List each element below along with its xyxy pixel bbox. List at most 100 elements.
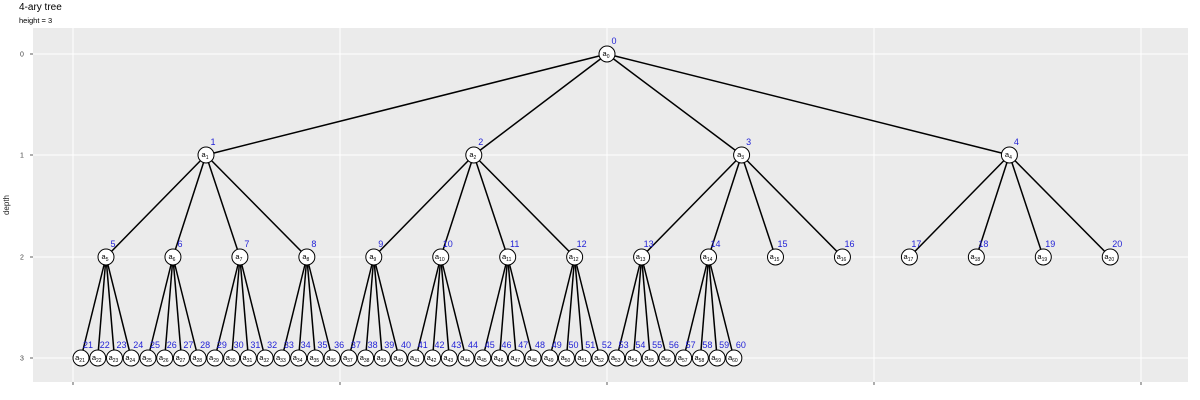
tree-node: a00 — [598, 36, 617, 63]
plot-panel — [33, 28, 1188, 382]
node-index-label: 18 — [978, 239, 988, 249]
tree-edge — [640, 256, 651, 359]
node-label: a40 — [393, 353, 403, 364]
tree-edge — [147, 256, 174, 359]
node-index-label: 52 — [602, 340, 612, 350]
node-label: a34 — [293, 353, 303, 364]
node-circle — [499, 248, 517, 266]
node-index-label: 4 — [1014, 137, 1019, 147]
node-circle — [407, 349, 425, 367]
node-circle — [574, 349, 592, 367]
node-index-label: 32 — [267, 340, 277, 350]
tree-edge — [415, 256, 442, 359]
tree-edge — [632, 256, 643, 359]
node-label: a49 — [544, 353, 554, 364]
node-index-label: 24 — [133, 340, 143, 350]
node-label: a35 — [309, 353, 319, 364]
tree-edge — [707, 154, 743, 258]
tree-edge — [105, 256, 132, 359]
node-index-label: 26 — [167, 340, 177, 350]
node-index-label: 47 — [518, 340, 528, 350]
tree-edge — [565, 256, 576, 359]
node-circle — [239, 349, 257, 367]
tree-edge — [364, 256, 375, 359]
node-index-label: 59 — [719, 340, 729, 350]
node-circle — [197, 146, 215, 164]
node-label: a54 — [628, 353, 638, 364]
tree-node: a99 — [365, 239, 383, 266]
node-label: a0 — [603, 49, 610, 60]
node-label: a57 — [678, 353, 688, 364]
node-index-label: 27 — [183, 340, 193, 350]
tree-edge — [741, 154, 843, 258]
tree-edge — [740, 154, 777, 258]
node-circle — [591, 349, 609, 367]
node-circle — [89, 349, 107, 367]
node-circle — [440, 349, 458, 367]
tree-edge — [297, 256, 308, 359]
tree-node: a11 — [197, 137, 216, 164]
tree-edge — [641, 154, 743, 258]
node-index-label: 31 — [250, 340, 260, 350]
node-circle — [223, 349, 241, 367]
node-label: a56 — [661, 353, 671, 364]
tree-edges — [80, 53, 1111, 359]
node-index-label: 7 — [244, 239, 249, 249]
node-index-label: 50 — [568, 340, 578, 350]
node-label: a60 — [728, 353, 738, 364]
node-circle — [658, 349, 676, 367]
node-index-label: 9 — [378, 239, 383, 249]
node-index-label: 28 — [200, 340, 210, 350]
node-circle — [256, 349, 274, 367]
node-label: a23 — [109, 353, 119, 364]
node-label: a39 — [376, 353, 386, 364]
node-label: a48 — [527, 353, 537, 364]
tree-edge — [699, 256, 710, 359]
node-circle — [432, 248, 450, 266]
node-circle — [323, 349, 341, 367]
node-label: a59 — [711, 353, 721, 364]
node-label: a33 — [276, 353, 286, 364]
node-label: a30 — [226, 353, 236, 364]
tree-node: a55 — [97, 239, 116, 266]
tree-edge — [239, 256, 266, 359]
node-circle — [507, 349, 525, 367]
tree-edge — [975, 154, 1011, 258]
node-index-label: 48 — [535, 340, 545, 350]
node-circle — [457, 349, 475, 367]
tree-edge — [214, 256, 241, 359]
node-index-label: 49 — [552, 340, 562, 350]
node-circle — [708, 349, 726, 367]
node-index-label: 6 — [177, 239, 182, 249]
node-label: a43 — [443, 353, 453, 364]
tree-edge — [105, 256, 116, 359]
node-index-label: 55 — [652, 340, 662, 350]
tree-edge — [606, 53, 1010, 156]
y-tick-label: 3 — [20, 356, 24, 363]
node-index-label: 51 — [585, 340, 595, 350]
node-circle — [767, 248, 784, 266]
node-index-label: 53 — [619, 340, 629, 350]
tree-edge — [205, 154, 308, 258]
node-label: a18 — [970, 252, 980, 263]
node-circle — [465, 146, 483, 164]
